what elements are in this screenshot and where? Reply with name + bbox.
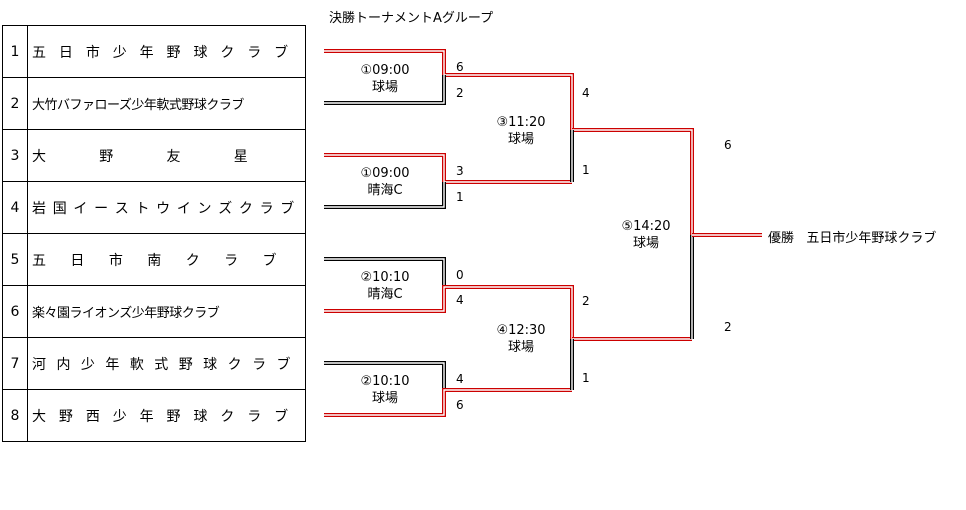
team-name-text: 五日市少年野球クラブ	[32, 44, 289, 61]
score: 1	[582, 371, 590, 385]
score: 6	[724, 138, 732, 152]
team-name-text: 楽々園ライオンズ少年野球クラブ	[32, 306, 220, 321]
team-name: 大野西少年野球クラブ	[27, 389, 306, 442]
match-time: ②10:10	[360, 374, 410, 389]
match-time: ①09:00	[360, 166, 410, 181]
team-name-text: 岩国イーストウインズクラブ	[32, 200, 295, 217]
team-name: 五日市少年野球クラブ	[27, 25, 306, 78]
bracket-line-inner	[324, 286, 573, 339]
match-time: ②10:10	[360, 270, 410, 285]
score: 2	[456, 86, 464, 100]
champion: 優勝 五日市少年野球クラブ	[768, 227, 936, 246]
score: 6	[456, 398, 464, 412]
score: 6	[456, 60, 464, 74]
team-name-text: 大野西少年野球クラブ	[32, 408, 289, 425]
bracket-match-4	[324, 361, 572, 417]
team-number: 6	[2, 285, 28, 338]
semi-1-label: ③11:20 球場	[483, 114, 559, 148]
team-number: 2	[2, 77, 28, 130]
match-venue: 晴海C	[367, 183, 403, 198]
score: 1	[582, 163, 590, 177]
match-venue: 球場	[632, 236, 659, 251]
champion-team: 五日市少年野球クラブ	[806, 231, 937, 246]
match-4-label: ②10:10 球場	[350, 373, 420, 407]
team-name: 楽々園ライオンズ少年野球クラブ	[27, 285, 306, 338]
match-venue: 球場	[507, 132, 534, 147]
team-row: 6 楽々園ライオンズ少年野球クラブ	[2, 285, 306, 338]
bracket-title: 決勝トーナメントAグループ	[329, 11, 494, 26]
match-1-label: ①09:00 球場	[350, 62, 420, 96]
team-number: 7	[2, 337, 28, 390]
match-time: ④12:30	[496, 323, 546, 338]
team-name-text: 大野友星	[32, 148, 248, 165]
team-name-text: 五日市南クラブ	[32, 252, 277, 269]
score: 1	[456, 190, 464, 204]
score: 2	[582, 294, 590, 308]
semi-2-label: ④12:30 球場	[483, 322, 559, 356]
team-name: 大竹バファローズ少年軟式野球クラブ	[27, 77, 306, 130]
match-venue: 晴海C	[367, 287, 403, 302]
score: 3	[456, 164, 464, 178]
team-name: 五日市南クラブ	[27, 233, 306, 286]
bracket-match-1	[324, 49, 574, 130]
match-3-label: ②10:10 晴海C	[350, 269, 420, 303]
match-venue: 球場	[371, 80, 398, 95]
final-label: ⑤14:20 球場	[608, 218, 684, 252]
bracket-line-inner	[324, 362, 445, 390]
match-time: ⑤14:20	[621, 219, 671, 234]
match-time: ③11:20	[496, 115, 546, 130]
score: 4	[456, 293, 464, 307]
bracket-line-inner	[324, 389, 572, 416]
team-name-text: 河内少年軟式野球クラブ	[32, 356, 291, 373]
bracket-match-3	[324, 257, 574, 339]
match-venue: 球場	[507, 340, 534, 355]
team-row: 2 大竹バファローズ少年軟式野球クラブ	[2, 77, 306, 130]
match-venue: 球場	[371, 391, 398, 406]
bracket-match-2	[324, 153, 572, 209]
match-time: ①09:00	[360, 63, 410, 78]
team-name-text: 大竹バファローズ少年軟式野球クラブ	[32, 98, 244, 113]
score: 2	[724, 320, 732, 334]
score: 4	[456, 372, 464, 386]
team-name: 大野友星	[27, 129, 306, 182]
bracket-line-inner	[572, 129, 693, 235]
bracket-line-inner	[324, 154, 572, 183]
bracket-line-inner	[324, 75, 445, 104]
score: 4	[582, 86, 590, 100]
bracket-semi-1	[570, 128, 694, 235]
bracket-semi-2	[570, 235, 694, 390]
team-name: 岩国イーストウインズクラブ	[27, 181, 306, 234]
bracket-line-inner	[324, 258, 445, 287]
bracket-line-inner	[324, 182, 445, 208]
champion-label: 優勝	[768, 231, 795, 246]
score: 0	[456, 268, 464, 282]
match-2-label: ①09:00 晴海C	[350, 165, 420, 199]
team-name: 河内少年軟式野球クラブ	[27, 337, 306, 390]
